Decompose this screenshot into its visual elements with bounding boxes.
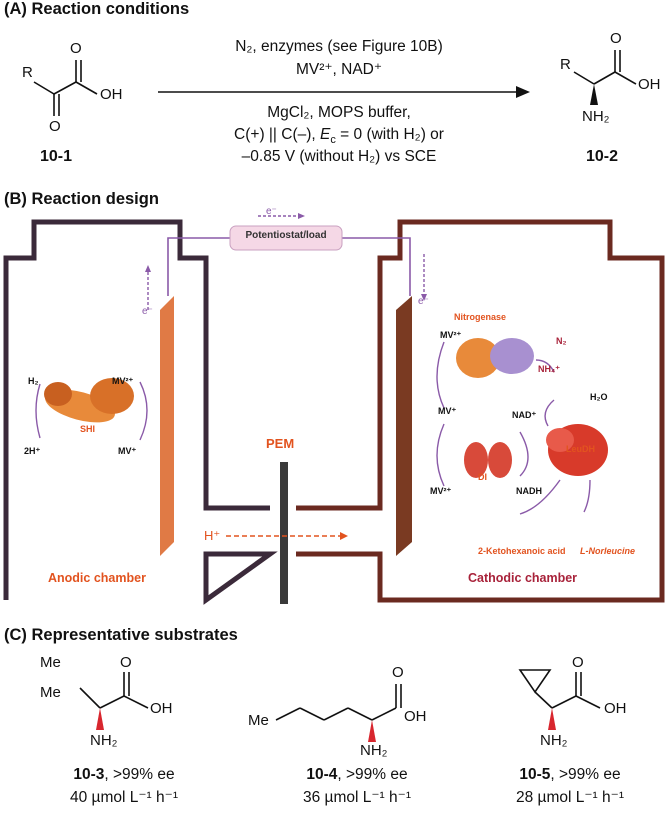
reactor-diagram — [3, 213, 665, 605]
reactant-oh: OH — [100, 86, 123, 103]
electron-left-label: e⁻ — [142, 306, 153, 317]
substrate-10-3-nh2: NH₂ — [90, 732, 118, 749]
nitrogenase-label: Nitrogenase — [454, 312, 507, 322]
keto-label: 2-Ketohexanoic acid — [478, 546, 566, 556]
substrate-10-5-oh: OH — [604, 700, 627, 717]
substrate-10-3-caption: 10-3, >99% ee — [73, 766, 175, 783]
substrate-structures — [79, 669, 601, 742]
di-label: DI — [478, 472, 487, 482]
nadh-label: NADH — [516, 486, 542, 496]
reaction-scheme — [33, 50, 637, 116]
substrate-10-5-o: O — [572, 654, 584, 671]
pem-membrane — [280, 462, 288, 604]
cathode-mv2-bottom: MV²⁺ — [430, 486, 452, 496]
cond-above-1: N₂, enzymes (see Figure 10B) — [235, 38, 443, 55]
product-r: R — [560, 56, 571, 73]
reactant-o-top: O — [70, 40, 82, 57]
anodic-chamber-label: Anodic chamber — [48, 571, 146, 585]
cathode-electrode — [396, 296, 412, 556]
cond-below-2: C(+) || C(–), Ec = 0 (with H₂) or — [234, 126, 444, 147]
substrate-10-4-wedge — [368, 720, 376, 742]
substrate-10-5-skeleton — [518, 669, 601, 709]
proton-label: H⁺ — [204, 528, 221, 543]
leudh-enzyme — [546, 424, 608, 476]
substrate-10-4-caption: 10-4, >99% ee — [306, 766, 408, 783]
section-a-title: (A) Reaction conditions — [4, 0, 190, 18]
potentiostat-label: Potentiostat/load — [245, 230, 327, 241]
product-o: O — [610, 30, 622, 47]
electron-top-label: e⁻ — [266, 206, 277, 217]
section-c-title: (C) Representative substrates — [4, 626, 238, 644]
anode-2h-label: 2H⁺ — [24, 446, 41, 456]
substrate-10-4-rate: 36 µmol L⁻¹ h⁻¹ — [303, 789, 411, 806]
n2-label: N₂ — [556, 336, 567, 346]
anode-mv2-label: MV²⁺ — [112, 376, 134, 386]
product-nh2: NH₂ — [582, 108, 610, 125]
h2o-label: H₂O — [590, 392, 608, 402]
section-b-title: (B) Reaction design — [4, 190, 159, 208]
shi-enzyme — [44, 378, 134, 423]
di-enzyme — [464, 442, 512, 478]
substrate-10-5-caption: 10-5, >99% ee — [519, 766, 621, 783]
cathodic-chamber-outline — [296, 219, 665, 603]
nitrogenase-enzyme — [456, 338, 534, 378]
substrate-10-5-rate: 28 µmol L⁻¹ h⁻¹ — [516, 789, 624, 806]
product-skeleton — [573, 50, 637, 85]
reactant-skeleton — [33, 60, 98, 116]
anodic-chamber-outline — [3, 219, 278, 605]
anode-electrode — [160, 296, 174, 556]
substrate-10-3-me2: Me — [40, 684, 61, 701]
reaction-arrowhead — [516, 86, 530, 98]
cathode-arrows — [436, 341, 591, 515]
anode-mvp-label: MV⁺ — [118, 446, 137, 456]
cathodic-chamber-label: Cathodic chamber — [468, 571, 578, 585]
potentiostat-box — [229, 225, 343, 251]
substrate-10-4-me: Me — [248, 712, 269, 729]
product-id: 10-2 — [586, 148, 619, 165]
reactant-r: R — [22, 64, 33, 81]
substrate-10-4-skeleton — [275, 684, 402, 721]
pem-label: PEM — [266, 436, 295, 451]
cond-above-2: MV²⁺, NAD⁺ — [295, 61, 383, 78]
shi-label: SHI — [80, 424, 96, 434]
reactant-o-bottom: O — [49, 118, 61, 135]
nadp-label: NAD⁺ — [512, 410, 537, 420]
substrate-10-3-me1: Me — [40, 654, 61, 671]
cathode-mv2-top: MV²⁺ — [440, 330, 462, 340]
substrate-10-3-wedge — [96, 708, 104, 730]
electron-right-label: e⁻ — [418, 296, 429, 307]
cathode-mvp: MV⁺ — [438, 406, 457, 416]
substrate-10-3-o: O — [120, 654, 132, 671]
anode-h2-label: H₂ — [28, 376, 39, 386]
substrate-10-4-o: O — [392, 664, 404, 681]
substrate-10-3-skeleton — [79, 672, 149, 709]
substrate-10-5-nh2: NH₂ — [540, 732, 568, 749]
cond-below-1: MgCl₂, MOPS buffer, — [267, 104, 411, 121]
substrate-10-4-nh2: NH₂ — [360, 742, 388, 759]
reactant-id: 10-1 — [40, 148, 73, 165]
substrate-10-5-wedge — [548, 708, 556, 730]
leudh-label: LeuDH — [566, 444, 595, 454]
substrate-10-4-oh: OH — [404, 708, 427, 725]
product-wedge — [590, 84, 598, 105]
norleucine-label: L-Norleucine — [580, 546, 636, 556]
cond-below-3: –0.85 V (without H₂) vs SCE — [241, 148, 437, 165]
product-oh: OH — [638, 76, 661, 93]
substrate-10-3-oh: OH — [150, 700, 173, 717]
nh4-label: NH₄⁺ — [538, 364, 561, 374]
substrate-10-3-rate: 40 µmol L⁻¹ h⁻¹ — [70, 789, 178, 806]
